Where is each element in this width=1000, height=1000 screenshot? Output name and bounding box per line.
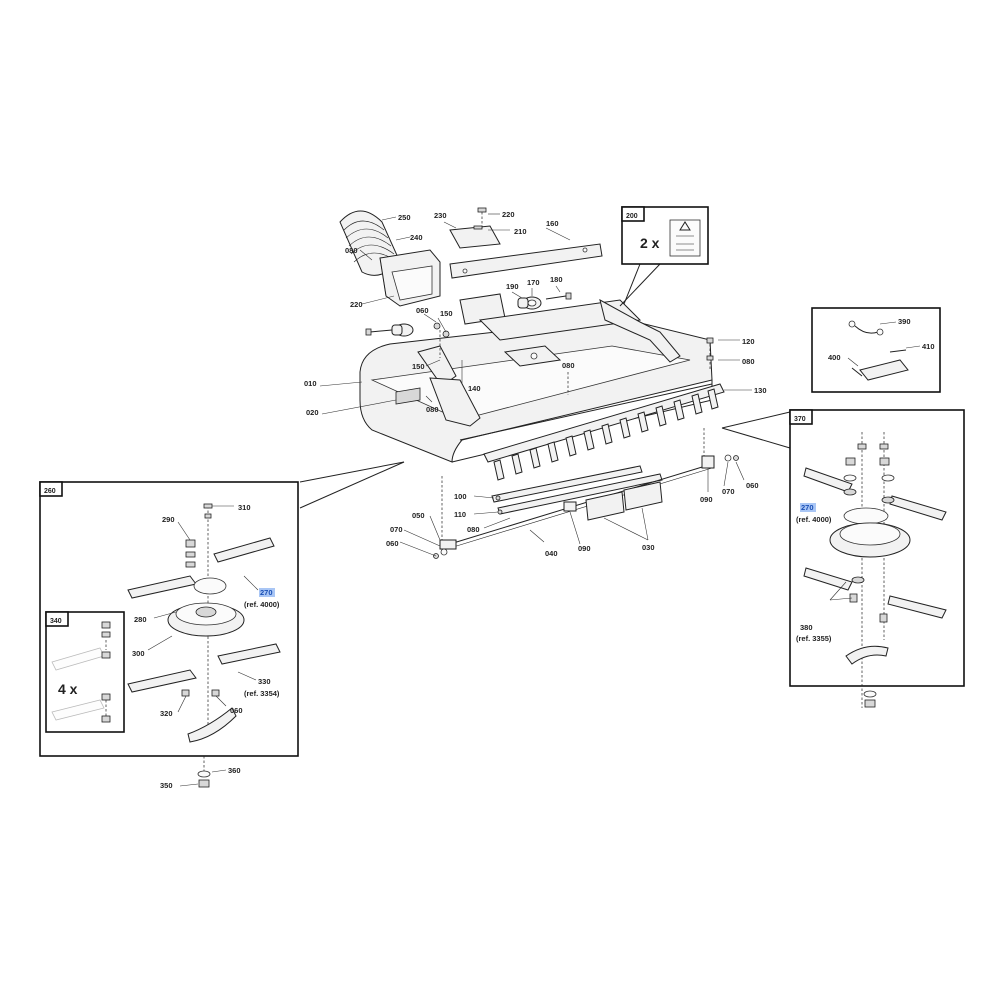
detail-box-wire: 390 400 410 xyxy=(811,307,941,393)
callout-360: 360 xyxy=(228,766,241,775)
callout-220: 220 xyxy=(502,210,515,219)
callout-150: 150 xyxy=(412,362,425,371)
spindle-nut-group: 360 350 xyxy=(160,756,241,790)
callout-060: 060 xyxy=(746,481,759,490)
box-340-id: 340 xyxy=(50,618,62,625)
bracket-160 xyxy=(449,243,603,279)
box-340-multiplier: 4 x xyxy=(58,681,78,697)
guide-rail xyxy=(433,428,739,559)
deflector-320 xyxy=(187,707,237,743)
callout-150: 150 xyxy=(440,309,453,318)
box-200-id: 200 xyxy=(626,213,638,220)
detail-box-200: 200 2 x xyxy=(619,206,709,307)
box-260-id: 260 xyxy=(44,488,56,495)
callout-410: 410 xyxy=(922,342,935,351)
callout-060: 060 xyxy=(386,539,399,548)
callout-080: 080 xyxy=(426,405,439,414)
callout-090: 090 xyxy=(578,544,591,553)
callout-130: 130 xyxy=(754,386,767,395)
main-callouts: 250 240 080 220 230 220 210 160 190 170 … xyxy=(304,210,767,558)
callout-250: 250 xyxy=(398,213,411,222)
callout-100: 100 xyxy=(454,492,467,501)
lower-blade-right xyxy=(217,643,281,665)
callout-180: 180 xyxy=(550,275,563,284)
lower-blade-right xyxy=(887,595,947,619)
cover-plate-230 xyxy=(449,207,501,249)
box-200-multiplier: 2 x xyxy=(640,235,660,251)
callout-220: 220 xyxy=(350,300,363,309)
callout-080: 080 xyxy=(467,525,480,534)
detail-box-340: 340 4 x xyxy=(45,611,125,733)
callout-080: 080 xyxy=(345,246,358,255)
callout-080: 080 xyxy=(562,361,575,370)
callout-230: 230 xyxy=(434,211,447,220)
callout-290: 290 xyxy=(162,515,175,524)
callout-090: 090 xyxy=(700,495,713,504)
callout-060: 060 xyxy=(416,306,429,315)
callout-010: 010 xyxy=(304,379,317,388)
callout-040: 040 xyxy=(545,549,558,558)
callout-110: 110 xyxy=(454,510,466,519)
callout-120: 120 xyxy=(742,337,755,346)
callout-400: 400 xyxy=(828,353,841,362)
bushing-group xyxy=(365,292,572,337)
upper-blade-right xyxy=(213,537,275,563)
callout-210: 210 xyxy=(514,227,527,236)
callout-070: 070 xyxy=(722,487,735,496)
link-270[interactable]: 270 xyxy=(801,503,814,512)
lower-blade-left xyxy=(803,567,853,591)
callout-030: 030 xyxy=(642,543,655,552)
lower-blade-left xyxy=(127,669,197,693)
callout-160: 160 xyxy=(546,219,559,228)
detail-box-370: 370 270 (ref. 4000) 380 (ref. 3355) xyxy=(721,409,965,708)
callout-350: 350 xyxy=(160,781,173,790)
deck-housing xyxy=(359,293,714,463)
callout-070: 070 xyxy=(390,525,403,534)
leader-lines xyxy=(319,213,752,557)
box-370-id: 370 xyxy=(794,416,806,423)
callout-140: 140 xyxy=(468,384,481,393)
link-270[interactable]: 270 xyxy=(260,588,273,597)
callout-300: 300 xyxy=(132,649,145,658)
callout-170: 170 xyxy=(527,278,540,287)
callout-050: 050 xyxy=(412,511,425,520)
comb-bar-130 xyxy=(483,383,725,481)
callout-390: 390 xyxy=(898,317,911,326)
ref-4000: (ref. 4000) xyxy=(796,515,832,524)
callout-280: 280 xyxy=(134,615,147,624)
ref-3355: (ref. 3355) xyxy=(796,634,832,643)
callout-190: 190 xyxy=(506,282,519,291)
discharge-chute xyxy=(339,210,441,307)
deflector xyxy=(845,645,889,665)
warning-label-icon xyxy=(669,219,701,257)
callout-080: 080 xyxy=(742,357,755,366)
callout-320: 320 xyxy=(160,709,173,718)
callout-060: 060 xyxy=(230,706,243,715)
callout-310: 310 xyxy=(238,503,251,512)
callout-020: 020 xyxy=(306,408,319,417)
ref-3354: (ref. 3354) xyxy=(244,689,280,698)
callout-330: 330 xyxy=(258,677,271,686)
callout-380: 380 xyxy=(800,623,813,632)
ref-4000: (ref. 4000) xyxy=(244,600,280,609)
callout-240: 240 xyxy=(410,233,423,242)
